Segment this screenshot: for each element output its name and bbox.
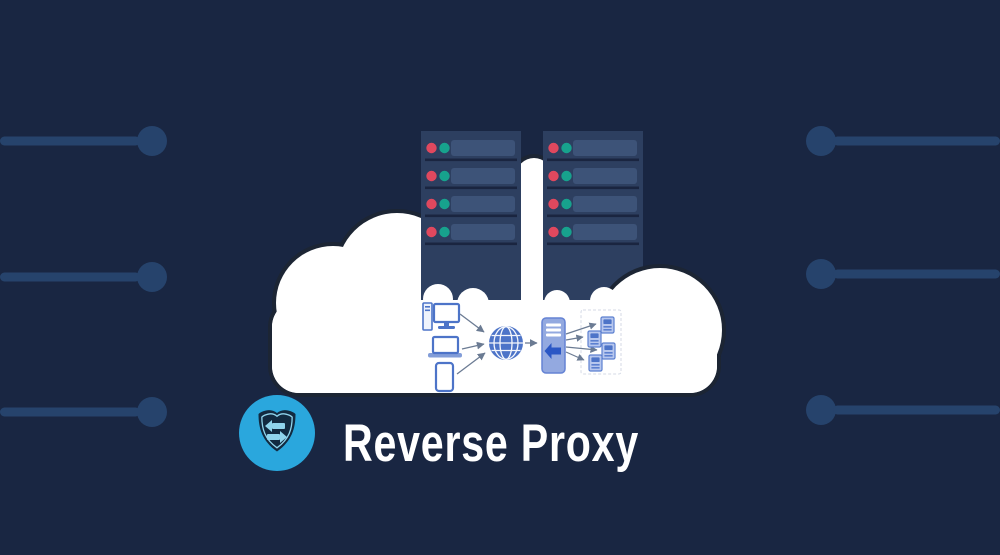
swap-arrows-icon <box>265 420 287 443</box>
left-arrow-icon <box>544 343 561 359</box>
circuit-line <box>0 136 140 146</box>
reverse-proxy-server-icon <box>541 317 566 374</box>
shield-logo <box>239 395 315 471</box>
proxy-flow-diagram <box>422 302 622 393</box>
circuit-line <box>0 272 140 282</box>
backend-server-icon <box>601 342 616 360</box>
circuit-line <box>833 269 1000 279</box>
shield-icon <box>258 410 296 452</box>
request-connectors <box>456 313 538 375</box>
circuit-node-icon <box>806 395 836 425</box>
circuit-node-icon <box>137 126 167 156</box>
backend-server-icon <box>600 316 615 334</box>
backend-server-icon <box>588 354 603 372</box>
circuit-node-icon <box>806 126 836 156</box>
response-connectors <box>565 322 598 361</box>
circuit-node-icon <box>137 262 167 292</box>
circuit-line <box>0 407 140 417</box>
circuit-lines-right <box>806 126 1000 425</box>
page-title: Reverse Proxy <box>343 414 639 473</box>
circuit-lines-left <box>0 126 167 427</box>
circuit-line <box>833 405 1000 415</box>
smartphone-icon <box>434 361 455 393</box>
backend-servers <box>565 309 622 375</box>
backend-server-icon <box>587 330 602 348</box>
globe-icon <box>489 326 523 360</box>
circuit-node-icon <box>806 259 836 289</box>
desktop-computer-icon <box>422 302 461 331</box>
circuit-line <box>833 136 1000 146</box>
server-rack-left <box>421 131 521 307</box>
circuit-node-icon <box>137 397 167 427</box>
laptop-icon <box>428 335 462 358</box>
